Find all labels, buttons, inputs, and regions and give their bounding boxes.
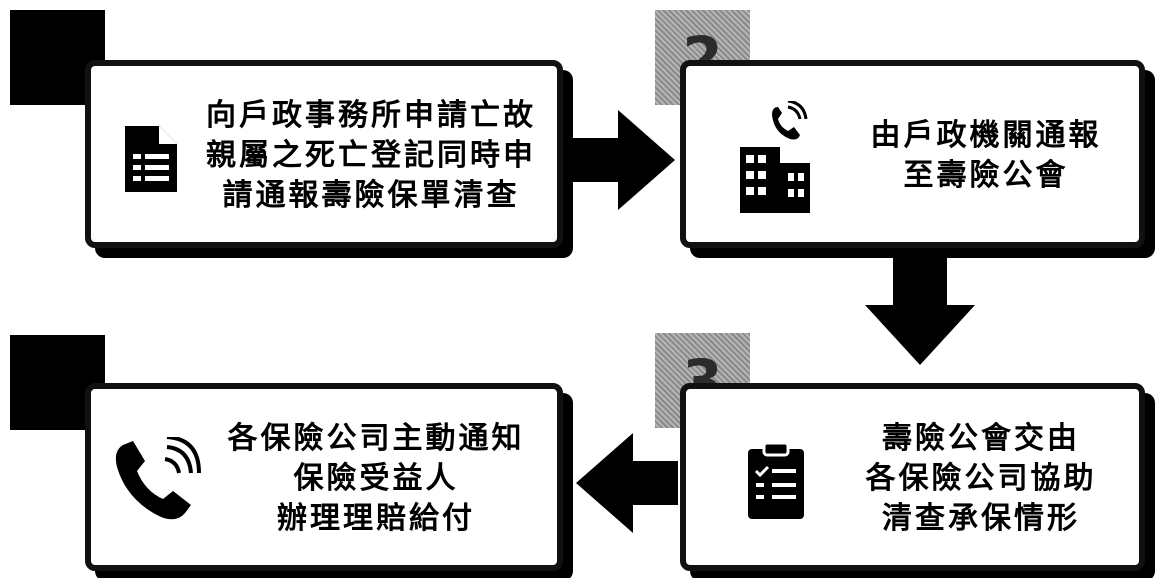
step-3-line-3: 清查承保情形 [882, 501, 1080, 536]
step-4-line-3: 辦理理賠給付 [277, 501, 475, 536]
step-3-box: 壽險公會交由 各保險公司協助 清查承保情形 [680, 383, 1145, 571]
step-2-line-2: 至壽險公會 [903, 158, 1069, 193]
step-2-line-1: 由戶政機關通報 [870, 118, 1102, 153]
step-4-line-2: 保險受益人 [293, 461, 459, 496]
step-4-text: 各保險公司主動通知 保險受益人 辦理理賠給付 [201, 409, 551, 549]
arrow-right [573, 110, 675, 210]
step-1-line-3: 請通報壽險保單清查 [222, 178, 520, 213]
document-icon [125, 126, 177, 192]
step-4-line-1: 各保險公司主動通知 [227, 421, 525, 456]
arrow-down [865, 250, 975, 365]
step-1-line-2: 親屬之死亡登記同時申 [206, 138, 536, 173]
step-3-line-1: 壽險公會交由 [882, 421, 1080, 456]
step-3-line-2: 各保險公司協助 [865, 461, 1097, 496]
clipboard-icon [748, 441, 804, 519]
step-2-box: 由戶政機關通報 至壽險公會 [680, 60, 1145, 248]
step-3-text: 壽險公會交由 各保險公司協助 清查承保情形 [826, 409, 1136, 549]
step-1-text: 向戶政事務所申請亡故 親屬之死亡登記同時申 請通報壽險保單清查 [186, 86, 556, 226]
step-1-box: 向戶政事務所申請亡故 親屬之死亡登記同時申 請通報壽險保單清查 [85, 60, 563, 248]
phone-icon [115, 437, 201, 520]
arrow-left [576, 433, 678, 533]
step-1-line-1: 向戶政事務所申請亡故 [206, 98, 536, 133]
step-4-box: 各保險公司主動通知 保險受益人 辦理理賠給付 [85, 383, 563, 571]
office-phone-icon [740, 101, 810, 213]
step-2-text: 由戶政機關通報 至壽險公會 [836, 91, 1136, 221]
